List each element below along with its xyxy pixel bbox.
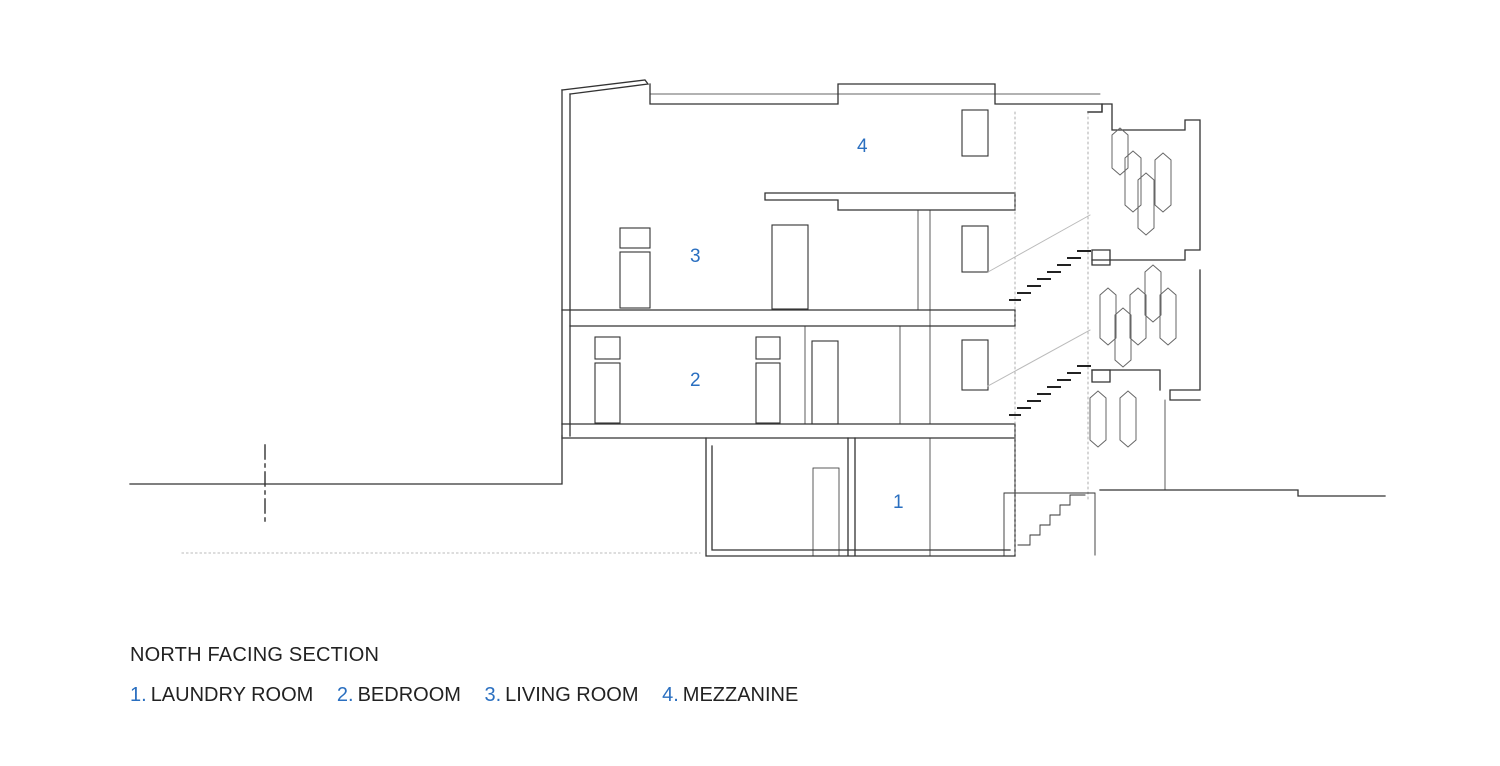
legend-item-living-room: 3.LIVING ROOM: [484, 684, 639, 706]
stairs: [1009, 250, 1091, 416]
roof-parapet-left: [561, 79, 650, 95]
right-facade: [1087, 103, 1201, 401]
hexagon-lights: [1089, 127, 1177, 448]
windows: [594, 109, 989, 424]
ground-line-left: [129, 435, 563, 485]
room-label-2: 2: [690, 370, 701, 391]
mezzanine-slab: [764, 192, 1016, 211]
laundry-room-walls: [705, 437, 1016, 557]
room-legend: 1.LAUNDRY ROOM 2.BEDROOM 3.LIVING ROOM 4…: [130, 684, 816, 707]
legend-item-laundry: 1.LAUNDRY ROOM: [130, 684, 314, 706]
legend-item-bedroom: 2.BEDROOM: [336, 684, 461, 706]
first-floor-slab: [561, 423, 1016, 439]
room-label-3: 3: [690, 246, 701, 267]
drawing-title: NORTH FACING SECTION: [130, 644, 380, 666]
outer-wall-left: [561, 89, 571, 437]
second-floor-slab: [561, 309, 1016, 327]
legend-item-mezzanine: 4.MEZZANINE: [662, 684, 799, 706]
ground-line-right: [1099, 489, 1386, 497]
doors: [771, 224, 840, 557]
room-label-4: 4: [857, 136, 868, 157]
roof-slab: [649, 83, 1103, 113]
section-drawing: 1 2 3 4: [129, 79, 1386, 557]
room-label-1: 1: [893, 492, 904, 513]
basement-stair: [1003, 492, 1096, 557]
